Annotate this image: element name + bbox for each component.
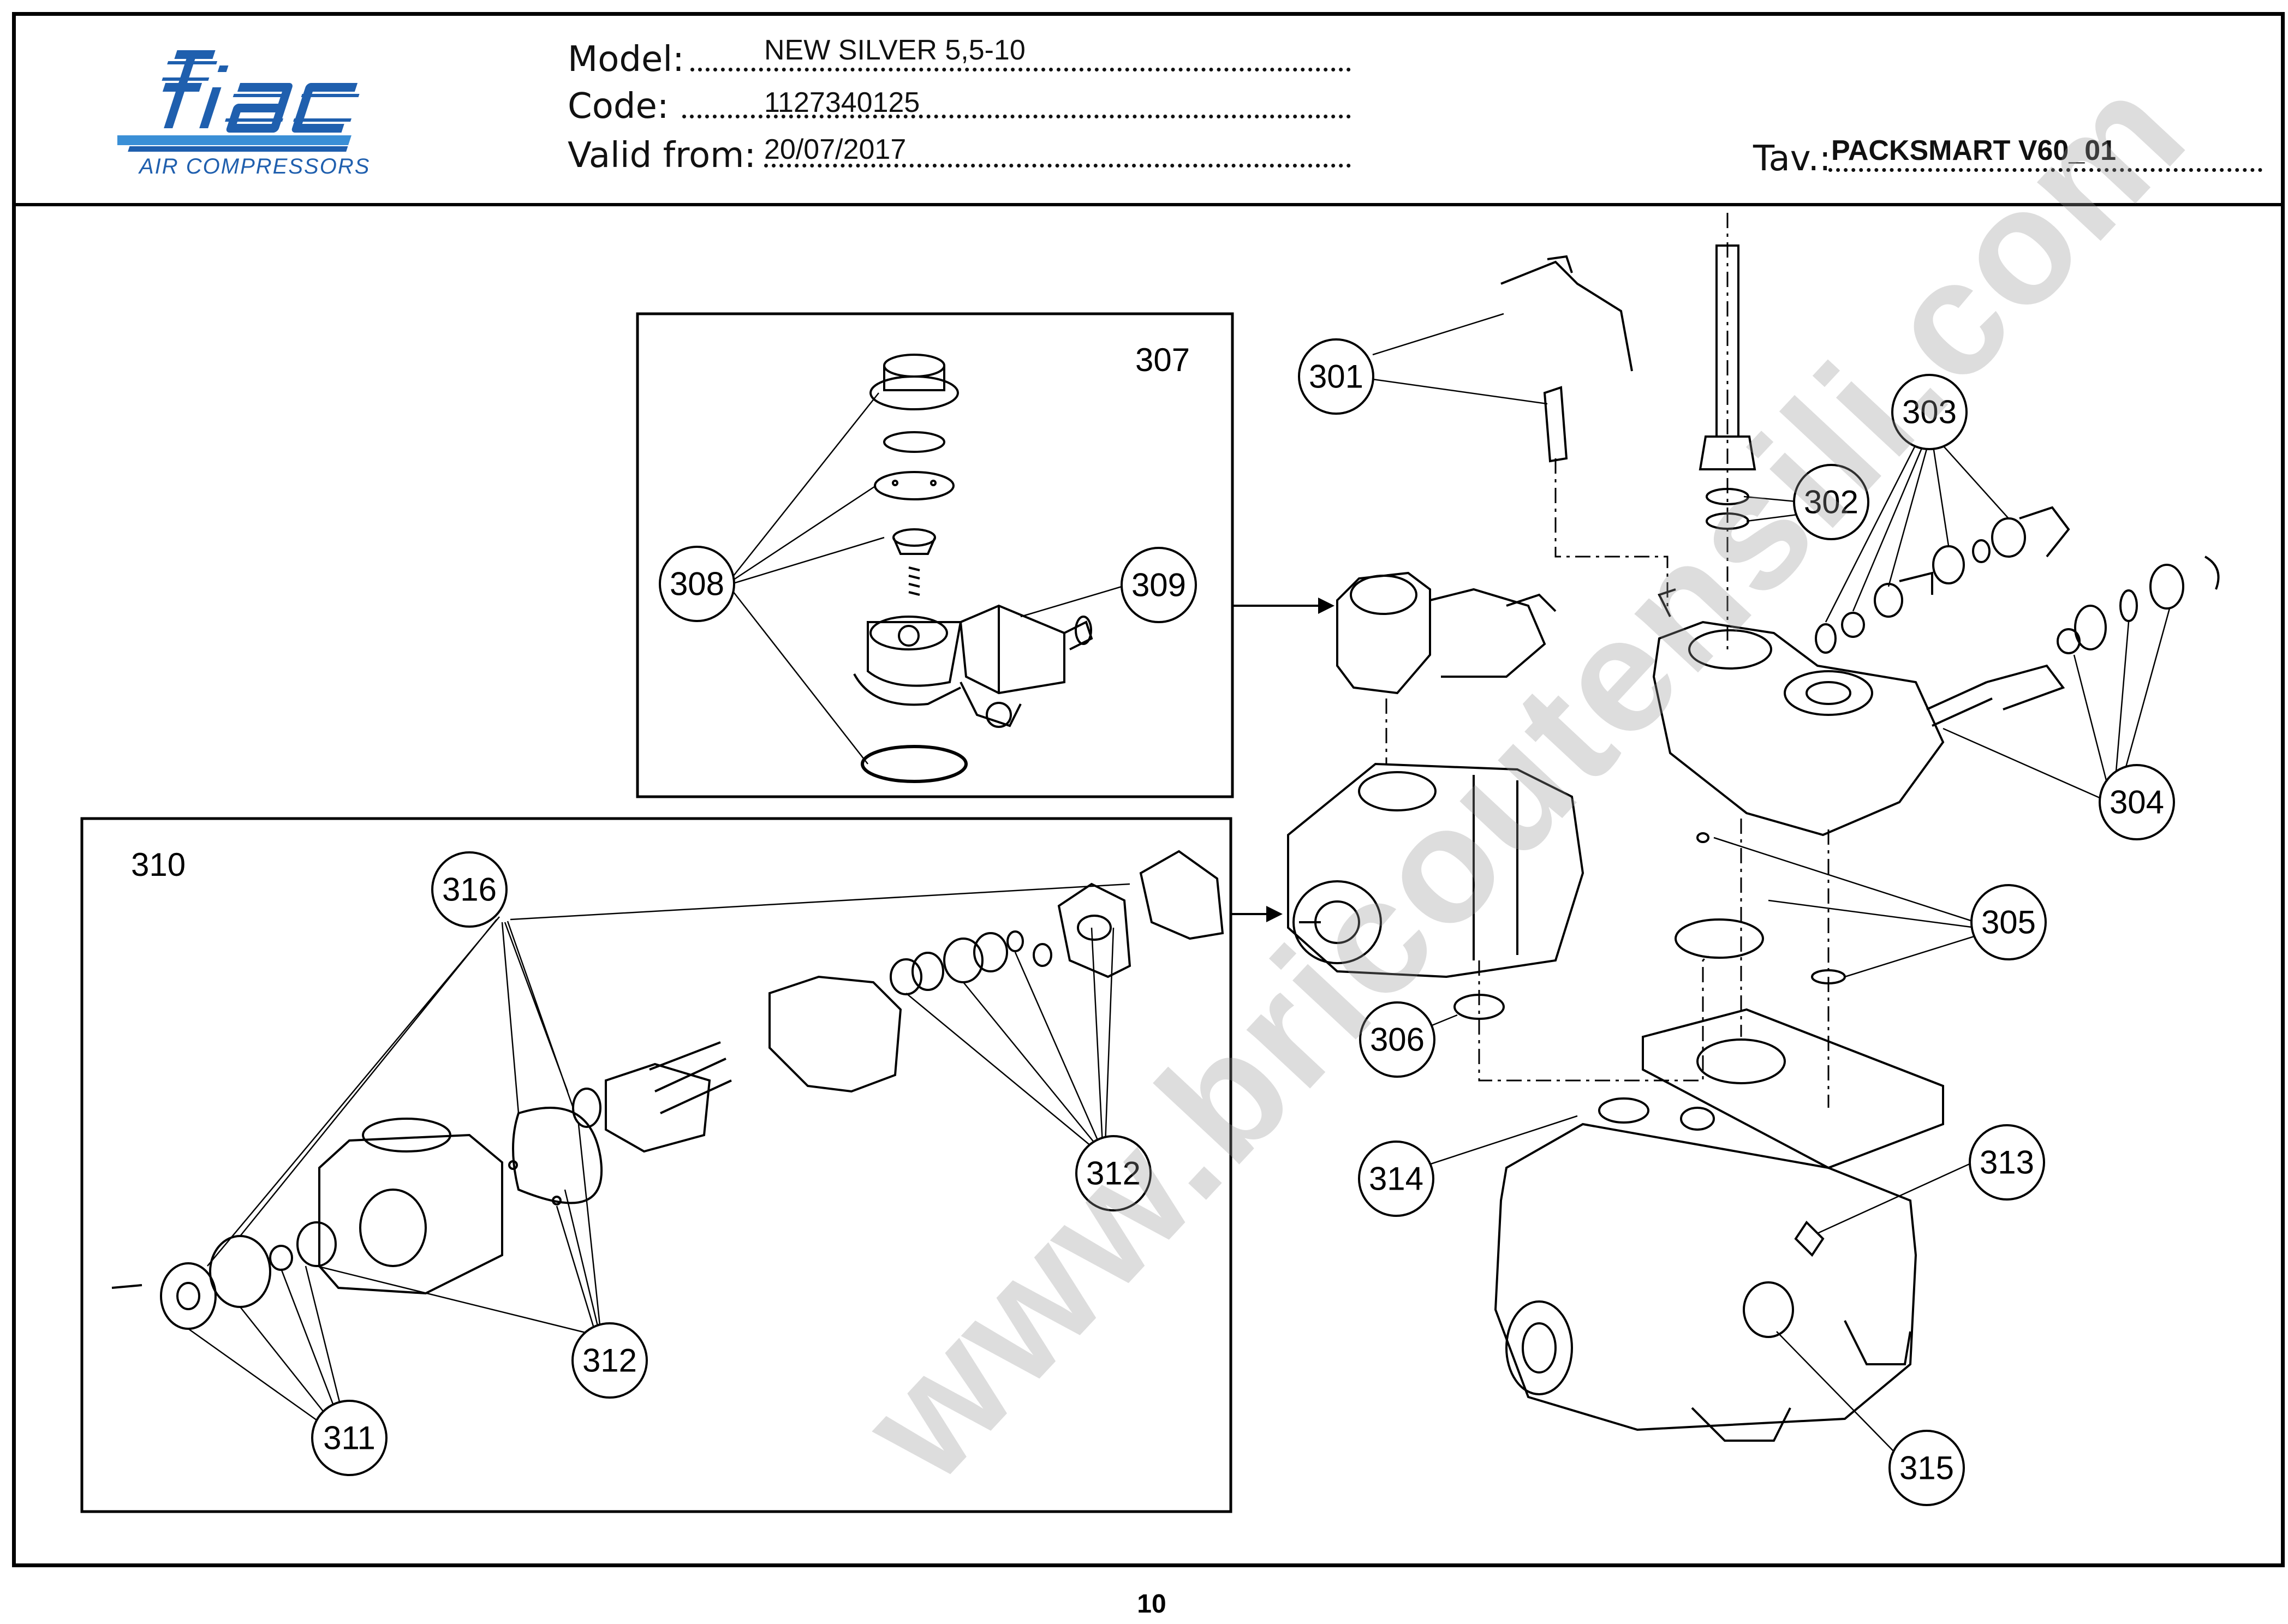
callout-313: 313 [1969, 1124, 2045, 1201]
callout-303: 303 [1891, 374, 1968, 450]
svg-text:309: 309 [1131, 567, 1186, 604]
model-label: Model: [568, 39, 684, 80]
valid-from-label: Valid from: [568, 135, 756, 176]
tav-label: Tav.: [1753, 139, 1831, 179]
callout-302: 302 [1793, 464, 1869, 540]
svg-text:311: 311 [323, 1420, 376, 1456]
callout-311: 311 [311, 1400, 388, 1476]
air-end-drawing [111, 850, 1224, 1330]
detail-box-310 [80, 817, 1232, 1513]
callout-312-lower: 312 [571, 1322, 648, 1399]
code-dots [682, 115, 1351, 118]
fiac-logo: AIR COMPRESSORS [117, 50, 370, 178]
intake-valve-drawing [853, 354, 1093, 783]
separator-head-drawing [1453, 244, 2220, 1020]
page-number: 10 [1137, 1590, 1166, 1619]
brand-tagline: AIR COMPRESSORS [138, 154, 370, 178]
callout-312-upper: 312 [1075, 1135, 1152, 1211]
svg-text:304: 304 [2110, 784, 2164, 821]
callout-304: 304 [2099, 764, 2175, 840]
svg-text:303: 303 [1902, 394, 1957, 431]
model-value: NEW SILVER 5,5-10 [764, 34, 1026, 66]
svg-text:316: 316 [442, 871, 497, 908]
callout-305: 305 [1970, 884, 2047, 960]
callout-309: 309 [1121, 547, 1197, 623]
arrow-to-compressor-lower [1266, 906, 1283, 922]
callout-308: 308 [659, 546, 735, 622]
callout-316: 316 [431, 851, 508, 928]
callout-315: 315 [1888, 1430, 1965, 1506]
header-divider [12, 203, 2285, 206]
model-dots [690, 68, 1351, 71]
svg-text:312: 312 [1086, 1155, 1141, 1192]
code-label: Code: [568, 86, 669, 127]
detail-arrows [1231, 605, 1324, 915]
page-frame [12, 12, 2285, 1567]
detail-box-310-label: 310 [131, 846, 186, 883]
svg-text:312: 312 [582, 1342, 637, 1379]
air-tank-drawing [1494, 1008, 1944, 1442]
svg-text:308: 308 [670, 566, 724, 602]
compressor-assembly-drawing [1287, 571, 1584, 978]
valid-from-dots [764, 164, 1351, 168]
detail-box-307 [636, 312, 1234, 798]
callout-314: 314 [1358, 1141, 1434, 1217]
svg-text:306: 306 [1370, 1022, 1425, 1058]
svg-text:315: 315 [1899, 1450, 1954, 1486]
svg-text:302: 302 [1804, 484, 1858, 521]
valid-from-value: 20/07/2017 [764, 134, 907, 165]
tav-value: PACKSMART V60_01 [1831, 135, 2117, 166]
code-value: 1127340125 [764, 87, 920, 118]
detail-box-307-label: 307 [1135, 342, 1190, 378]
callout-301: 301 [1298, 338, 1374, 415]
tav-dots [1828, 168, 2262, 172]
svg-text:305: 305 [1981, 904, 2036, 941]
svg-text:301: 301 [1309, 359, 1363, 395]
callout-306: 306 [1359, 1001, 1435, 1078]
svg-text:313: 313 [1980, 1144, 2034, 1181]
arrow-to-compressor-upper [1318, 598, 1334, 614]
svg-text:314: 314 [1369, 1161, 1423, 1197]
